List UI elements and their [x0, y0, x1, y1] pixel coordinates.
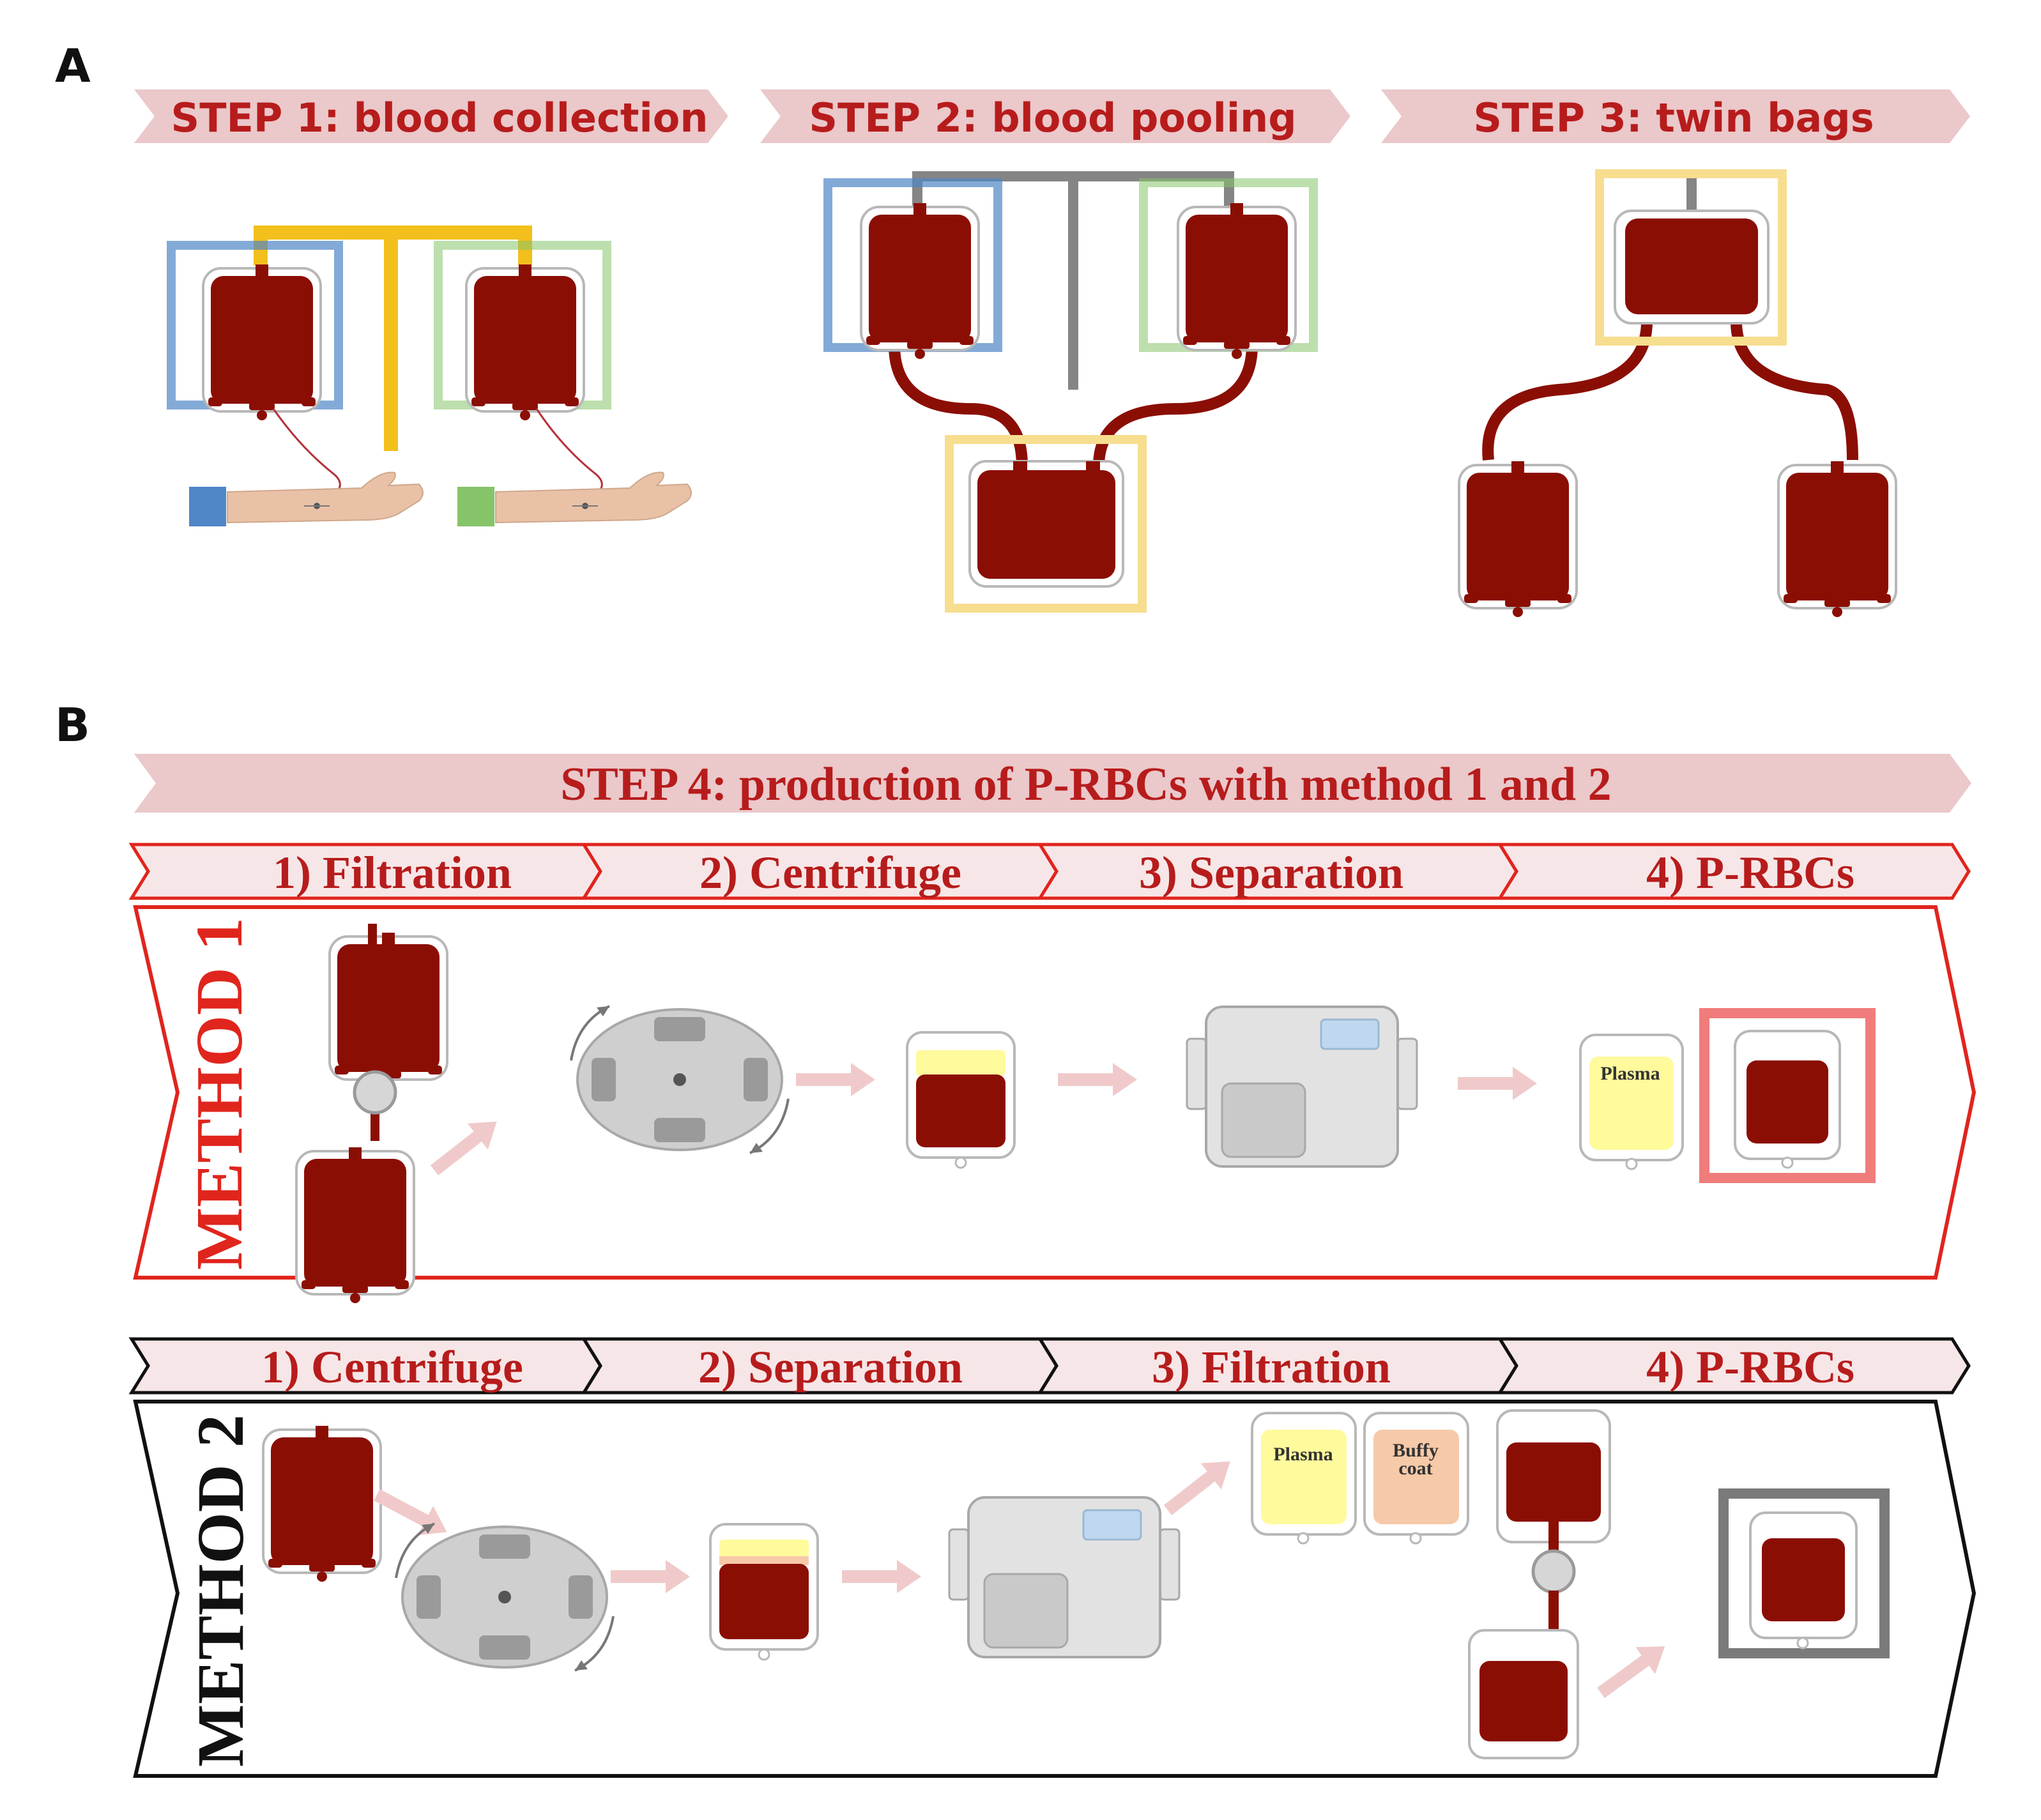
method1-centrifuged-bag	[906, 1031, 1016, 1169]
pool-donor1-bag	[860, 202, 980, 360]
method2-whole-blood-bag	[262, 1425, 382, 1583]
donor2-bag	[465, 263, 585, 422]
method1-plasma-label: Plasma	[1600, 1063, 1660, 1084]
method2-prbc-bag	[1749, 1511, 1858, 1649]
method1-stage-2: 2) Centrifuge	[699, 847, 961, 898]
twin-frame	[1595, 169, 1787, 346]
method1-box	[133, 905, 1976, 1280]
donor2-square	[457, 487, 494, 526]
twin-source-bag	[1614, 210, 1770, 325]
step1-banner	[134, 89, 728, 143]
method2-plasma-label: Plasma	[1273, 1444, 1333, 1465]
method1-prbc-frame	[1699, 1008, 1876, 1183]
donor2-arm	[495, 471, 692, 523]
twin-bag-left	[1458, 460, 1578, 618]
twin-bag-right	[1777, 460, 1897, 618]
donor1-arm	[227, 471, 424, 523]
method2-stage-2: 2) Separation	[698, 1342, 963, 1393]
step2-title: STEP 2: blood pooling	[809, 95, 1296, 141]
step3-banner	[1381, 89, 1970, 143]
method2-stage-3: 3) Filtration	[1152, 1342, 1391, 1393]
panel-b-label: B	[55, 698, 90, 752]
pool-donor2-bag	[1177, 202, 1297, 360]
method2-stage-1: 1) Centrifuge	[261, 1342, 523, 1393]
method2-title: METHOD 2	[184, 1414, 257, 1767]
method2-stages	[128, 1337, 1971, 1395]
method2-buffy-bag	[1363, 1412, 1469, 1545]
pooling-tubing	[912, 171, 1234, 390]
method1-stage-4: 4) P-RBCs	[1646, 847, 1854, 898]
step1-title: STEP 1: blood collection	[171, 95, 708, 141]
step4-title: STEP 4: production of P-RBCs with method…	[560, 758, 1611, 811]
method2-prbc-frame	[1718, 1488, 1890, 1658]
donor1-square	[189, 487, 226, 526]
method1-prbc-bag	[1734, 1030, 1841, 1169]
method2-centrifuged-bag	[709, 1523, 819, 1661]
method1-stages	[128, 843, 1971, 900]
method1-stage-1: 1) Filtration	[273, 847, 512, 898]
method1-filter-set	[295, 924, 448, 1304]
twin-tubing	[1482, 178, 1858, 461]
method2-buffy-label-1: Buffy	[1393, 1440, 1439, 1461]
pool-frame	[945, 435, 1147, 613]
step4-banner	[134, 754, 1971, 813]
panel-a-label: A	[55, 39, 91, 93]
method1-plasma-bag	[1579, 1034, 1684, 1170]
method2-filter-set	[1468, 1409, 1611, 1759]
method1-title: METHOD 1	[183, 917, 256, 1270]
method2-buffy-label-2: coat	[1398, 1458, 1432, 1479]
step2-banner	[760, 89, 1350, 143]
method1-stage-3: 3) Separation	[1139, 847, 1403, 898]
method2-plasma-bag	[1251, 1412, 1357, 1545]
method1-separator	[1186, 1006, 1418, 1168]
donor1-bag	[202, 263, 322, 422]
step3-title: STEP 3: twin bags	[1473, 95, 1874, 141]
method2-stage-4: 4) P-RBCs	[1646, 1342, 1854, 1393]
method2-separator	[948, 1496, 1181, 1658]
pooled-bag	[968, 460, 1124, 588]
